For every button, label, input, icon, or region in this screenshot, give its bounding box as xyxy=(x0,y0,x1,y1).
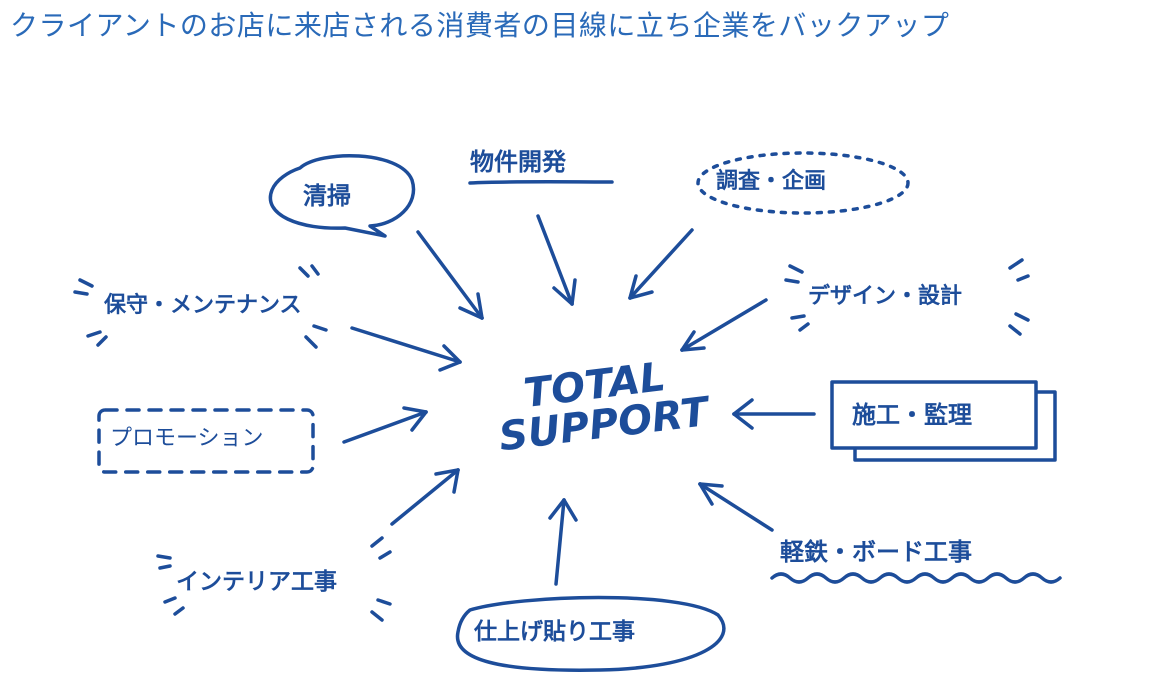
cleaning-bubble xyxy=(268,153,416,238)
interior-ticks xyxy=(156,536,392,622)
construction-box-front xyxy=(830,380,1038,450)
label-maintenance: 保守・メンテナンス xyxy=(104,293,302,318)
arrows xyxy=(342,214,816,586)
maintenance-ticks xyxy=(73,264,328,349)
label-research: 調査・企画 xyxy=(716,169,827,194)
label-lgs: 軽鉄・ボード工事 xyxy=(780,538,972,566)
promotion-dashed-box xyxy=(97,408,315,474)
finishing-ellipse xyxy=(455,595,726,672)
page-title: クライアントのお店に来店される消費者の目線に立ち企業をバックアップ xyxy=(10,9,950,42)
label-construction: 施工・監理 xyxy=(852,401,972,429)
label-promotion: プロモーション xyxy=(110,426,264,451)
research-ellipse xyxy=(696,151,910,215)
lgs-wavy-underline xyxy=(770,572,1062,584)
label-cleaning: 清掃 xyxy=(303,182,351,210)
label-finishing: 仕上げ貼り工事 xyxy=(474,619,635,645)
design-ticks xyxy=(784,258,1030,336)
property-underline xyxy=(468,180,614,185)
label-design: デザイン・設計 xyxy=(808,284,963,309)
label-property: 物件開発 xyxy=(470,148,566,176)
label-interior: インテリア工事 xyxy=(176,569,337,595)
